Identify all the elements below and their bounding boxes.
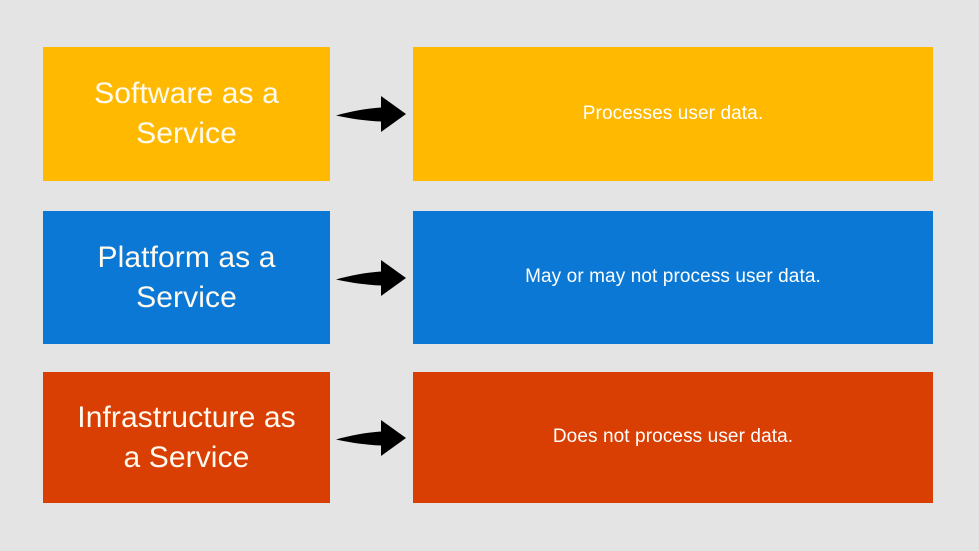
service-description-label: May or may not process user data. [525, 266, 821, 288]
right-arrow-icon [336, 419, 406, 456]
service-description-box-paas[interactable]: May or may not process user data. [413, 211, 933, 344]
service-model-label: Platform as a Service [97, 240, 276, 314]
service-model-box-paas[interactable]: Platform as a Service [43, 211, 330, 344]
right-arrow-icon [336, 96, 406, 132]
service-model-label: Infrastructure as a Service [77, 400, 296, 474]
right-arrow-icon [336, 259, 406, 296]
diagram-row: Infrastructure as a Service Does not pro… [0, 372, 979, 503]
service-model-box-saas[interactable]: Software as a Service [43, 47, 330, 181]
service-model-box-iaas[interactable]: Infrastructure as a Service [43, 372, 330, 503]
service-description-box-saas[interactable]: Processes user data. [413, 47, 933, 181]
service-description-label: Processes user data. [582, 102, 764, 124]
diagram-row: Platform as a Service May or may not pro… [0, 211, 979, 344]
service-description-box-iaas[interactable]: Does not process user data. [413, 372, 933, 503]
service-model-label: Software as a Service [94, 77, 279, 150]
service-description-label: Does not process user data. [552, 426, 794, 448]
diagram-row: Software as a Service Processes user dat… [0, 47, 979, 181]
